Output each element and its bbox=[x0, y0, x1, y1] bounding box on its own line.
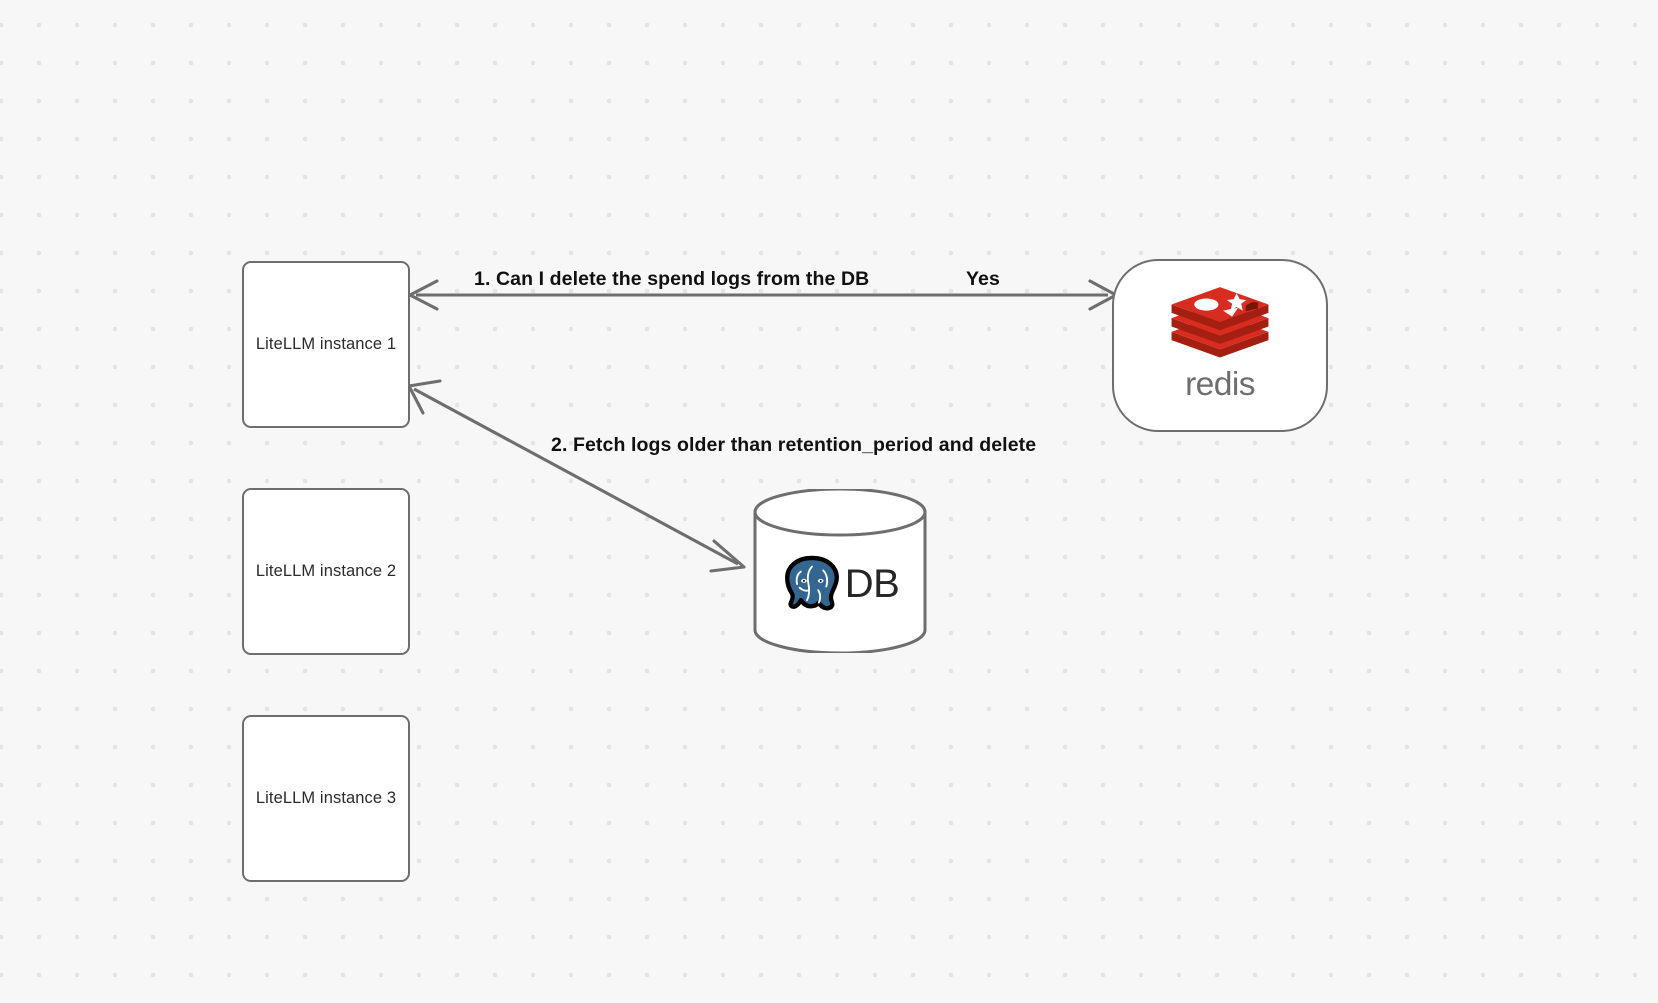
arrowhead-left bbox=[408, 279, 439, 311]
node-redis[interactable]: redis bbox=[1112, 259, 1328, 432]
edge-label-step-1: 1. Can I delete the spend logs from the … bbox=[474, 268, 870, 290]
node-postgres-db[interactable]: DB bbox=[752, 489, 928, 653]
arrowhead-upleft bbox=[407, 379, 442, 415]
node-litellm-instance-2[interactable]: LiteLLM instance 2 bbox=[242, 488, 410, 655]
edge-label-yes: Yes bbox=[966, 268, 1000, 290]
svg-text:redis: redis bbox=[1185, 366, 1255, 403]
node-litellm-instance-1[interactable]: LiteLLM instance 1 bbox=[242, 261, 410, 428]
db-content: DB bbox=[752, 489, 928, 653]
edge-line bbox=[413, 387, 739, 566]
edge-litellm1-postgres bbox=[407, 379, 746, 573]
node-label: LiteLLM instance 3 bbox=[255, 788, 397, 807]
db-label: DB bbox=[844, 562, 900, 606]
redis-logo-icon bbox=[1171, 286, 1269, 358]
edge-label-step-2: 2. Fetch logs older than retention_perio… bbox=[551, 434, 1037, 456]
postgresql-elephant-icon bbox=[784, 555, 839, 611]
arrowhead-downright bbox=[709, 539, 746, 573]
redis-wordmark-icon: redis bbox=[1185, 366, 1255, 403]
node-label: LiteLLM instance 2 bbox=[255, 561, 397, 580]
node-label: LiteLLM instance 1 bbox=[255, 334, 397, 353]
database-cylinder-icon bbox=[753, 489, 927, 653]
node-litellm-instance-3[interactable]: LiteLLM instance 3 bbox=[242, 715, 410, 882]
